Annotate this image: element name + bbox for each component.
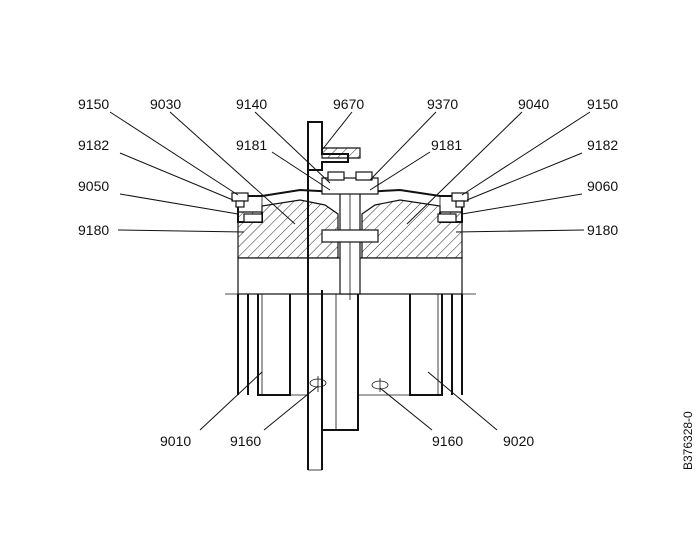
- label-9670: 9670: [333, 96, 364, 112]
- housings: [237, 294, 463, 396]
- drawing-number: B376328-0: [681, 411, 695, 470]
- part-labels: 9150 9030 9140 9670 9370 9040 9150 9182 …: [78, 96, 618, 449]
- leader-lines: [109, 111, 591, 431]
- label-9182-right: 9182: [587, 137, 618, 153]
- right-ring-9180: [437, 213, 457, 223]
- nut-lower: [321, 229, 379, 243]
- right-housing: [409, 294, 463, 396]
- label-9040: 9040: [518, 96, 549, 112]
- right-fittings: [437, 192, 469, 223]
- label-9150-left: 9150: [78, 96, 109, 112]
- bolt-9140: [321, 177, 379, 195]
- label-9140: 9140: [236, 96, 267, 112]
- label-9181-left: 9181: [236, 137, 267, 153]
- label-9150-right: 9150: [587, 96, 618, 112]
- label-9160-right: 9160: [432, 433, 463, 449]
- left-housing: [237, 294, 291, 396]
- left-hub-section: [237, 199, 339, 259]
- label-9180-left: 9180: [78, 222, 109, 238]
- label-9180-right: 9180: [587, 222, 618, 238]
- label-9182-left: 9182: [78, 137, 109, 153]
- left-fittings: [231, 192, 263, 223]
- label-9160-left: 9160: [230, 433, 261, 449]
- label-9050: 9050: [78, 178, 109, 194]
- left-ring-9180: [243, 213, 263, 223]
- label-9020: 9020: [503, 433, 534, 449]
- label-9370: 9370: [427, 96, 458, 112]
- right-nut-9150: [451, 192, 469, 202]
- flange-plate: [307, 121, 349, 171]
- left-nut-9150: [231, 192, 249, 202]
- right-hub-section: [361, 199, 463, 259]
- label-9181-right: 9181: [431, 137, 462, 153]
- shaft-assembly: [307, 121, 379, 471]
- label-9060: 9060: [587, 178, 618, 194]
- label-9030: 9030: [150, 96, 181, 112]
- label-9010: 9010: [160, 433, 191, 449]
